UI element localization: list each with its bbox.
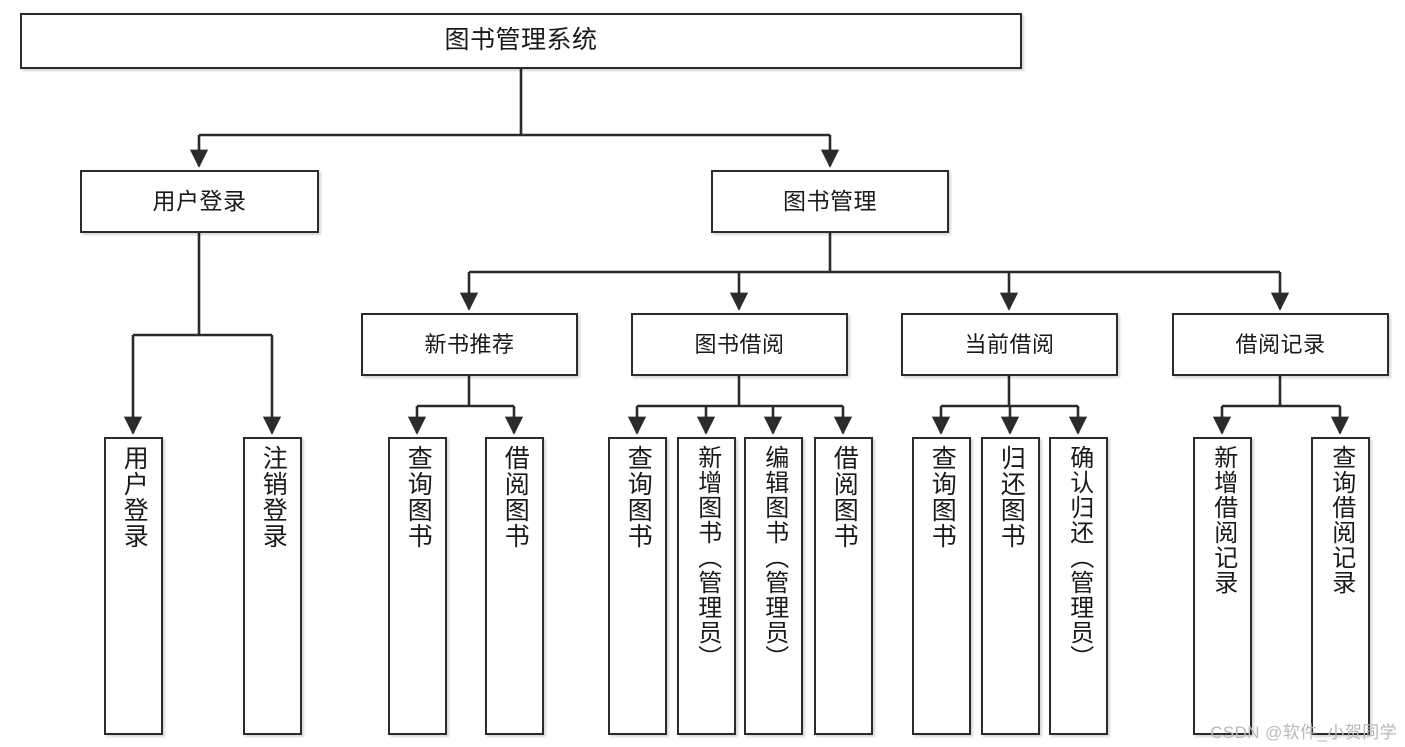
node-leaf-book-borrow-add-admin[interactable]: 新增图书（管理员）: [677, 437, 736, 735]
node-leaf-current-borrow-return[interactable]: 归还图书: [981, 437, 1040, 735]
node-label: 用户登录: [152, 187, 247, 214]
node-leaf-current-borrow-query[interactable]: 查询图书: [912, 437, 971, 735]
node-leaf-book-borrow-query[interactable]: 查询图书: [608, 437, 667, 735]
node-label: 查询图书: [928, 445, 957, 549]
node-label: 查询借阅记录: [1327, 445, 1355, 595]
node-label: 图书借阅: [694, 331, 785, 357]
node-label: 查询图书: [624, 445, 653, 549]
node-user-login[interactable]: 用户登录: [80, 170, 319, 233]
node-label: 新增借阅记录: [1209, 445, 1237, 595]
node-label: 注销登录: [259, 445, 288, 549]
node-leaf-new-book-borrow[interactable]: 借阅图书: [485, 437, 544, 735]
node-root-book-management-system[interactable]: 图书管理系统: [20, 13, 1022, 69]
node-borrow-record[interactable]: 借阅记录: [1172, 313, 1389, 376]
node-new-book-recommend[interactable]: 新书推荐: [361, 313, 578, 376]
node-leaf-user-login-logout[interactable]: 注销登录: [243, 437, 302, 735]
node-label: 图书管理: [783, 187, 877, 214]
node-label: 新增图书（管理员）: [693, 445, 721, 670]
node-leaf-new-book-query[interactable]: 查询图书: [388, 437, 447, 735]
node-current-borrow[interactable]: 当前借阅: [901, 313, 1118, 376]
node-label: 新书推荐: [424, 331, 515, 357]
node-leaf-borrow-record-query[interactable]: 查询借阅记录: [1311, 437, 1370, 735]
node-label: 查询图书: [404, 445, 433, 549]
node-label: 编辑图书（管理员）: [760, 445, 788, 670]
node-label: 用户登录: [120, 445, 149, 549]
node-label: 借阅图书: [830, 445, 859, 549]
node-leaf-borrow-record-add[interactable]: 新增借阅记录: [1193, 437, 1252, 735]
node-leaf-book-borrow-borrow[interactable]: 借阅图书: [814, 437, 873, 735]
node-label: 归还图书: [997, 445, 1026, 549]
node-leaf-user-login-login[interactable]: 用户登录: [104, 437, 163, 735]
node-label: 图书管理系统: [444, 26, 598, 55]
node-leaf-book-borrow-edit-admin[interactable]: 编辑图书（管理员）: [744, 437, 803, 735]
watermark-text: CSDN @软件_小贺同学: [1210, 723, 1397, 742]
node-book-borrow[interactable]: 图书借阅: [631, 313, 848, 376]
node-label: 确认归还（管理员）: [1065, 445, 1093, 670]
node-label: 当前借阅: [964, 331, 1055, 357]
node-label: 借阅记录: [1235, 331, 1326, 357]
node-book-management[interactable]: 图书管理: [711, 170, 949, 233]
node-leaf-current-borrow-confirm-admin[interactable]: 确认归还（管理员）: [1049, 437, 1108, 735]
node-label: 借阅图书: [501, 445, 530, 549]
